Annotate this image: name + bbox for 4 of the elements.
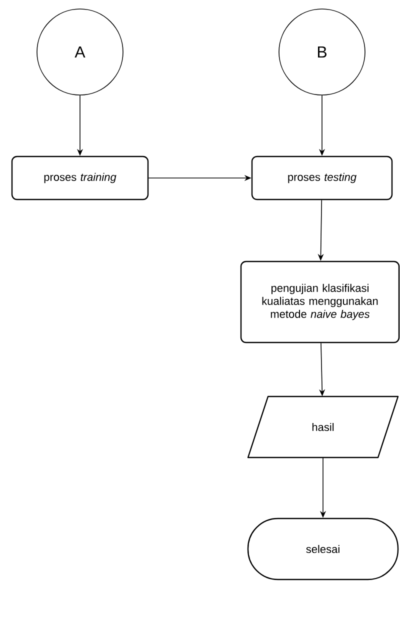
output-parallelogram: hasil [247, 396, 399, 458]
process-box: pengujian klasifikasi kualiatas menggunakan metode naive bayes [240, 260, 400, 344]
process-box: proses testing [251, 156, 393, 200]
process-box: proses training [11, 156, 149, 200]
